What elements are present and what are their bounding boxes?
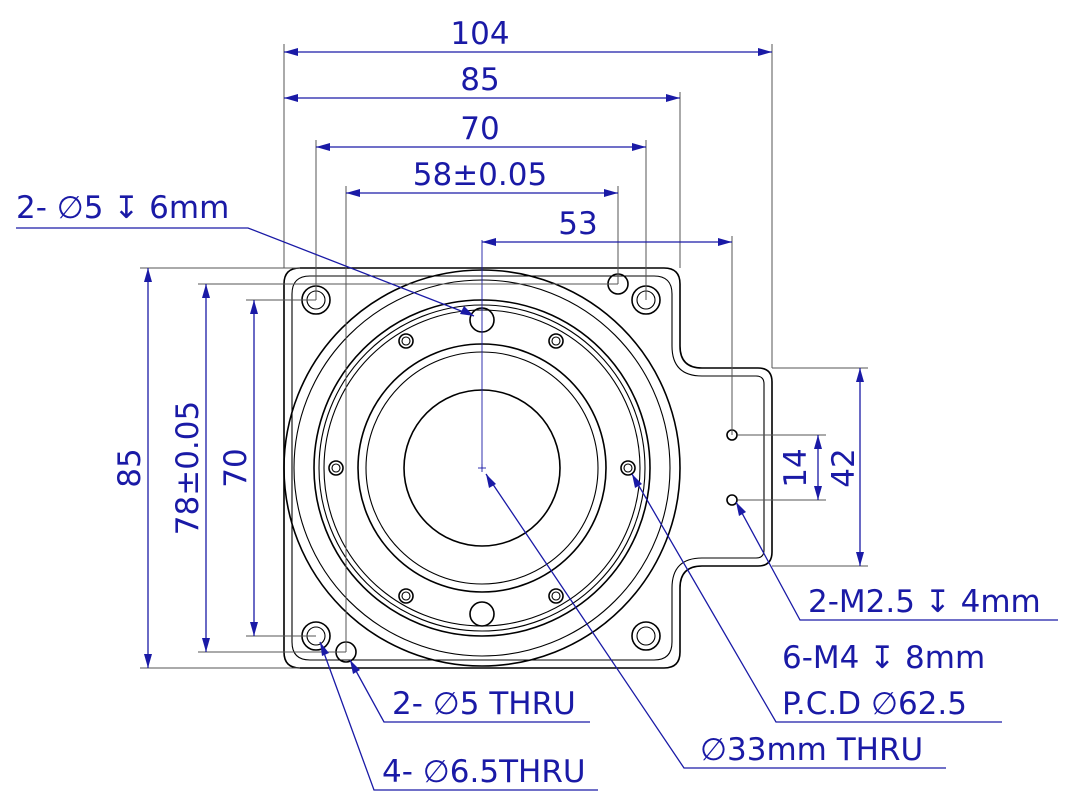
m4-holes bbox=[328, 333, 636, 604]
dim-70-left: 70 bbox=[218, 448, 254, 487]
housing-inner-outline bbox=[291, 275, 765, 661]
corner-hole-inner bbox=[636, 626, 656, 646]
housing-outline bbox=[283, 267, 773, 669]
callout-m4: 6-M4 ↧ 8mm bbox=[782, 640, 985, 676]
center-lines bbox=[478, 240, 486, 472]
extension-lines bbox=[140, 44, 868, 669]
dim-42: 42 bbox=[826, 448, 862, 487]
callout-text: 2- ∅5 ↧ 6mm 2-M2.5 ↧ 4mm 6-M4 ↧ 8mm P.C.… bbox=[16, 190, 1041, 790]
dim-85-left: 85 bbox=[112, 448, 148, 487]
dim-14: 14 bbox=[778, 448, 814, 487]
corner-hole bbox=[631, 621, 661, 651]
dim-78: 78±0.05 bbox=[170, 401, 206, 535]
callout-thru-33: ∅33mm THRU bbox=[700, 732, 923, 768]
callout-m25: 2-M2.5 ↧ 4mm bbox=[808, 584, 1041, 620]
callout-thru-65: 4- ∅6.5THRU bbox=[382, 754, 586, 790]
dimension-text: 104 85 70 58±0.05 53 85 78±0.05 70 14 42 bbox=[112, 16, 862, 535]
bottom-hole bbox=[469, 601, 495, 627]
dim-70-top: 70 bbox=[460, 111, 499, 147]
dim-58: 58±0.05 bbox=[413, 157, 547, 193]
dim-53: 53 bbox=[558, 206, 597, 242]
callout-thru-5: 2- ∅5 THRU bbox=[392, 686, 576, 722]
callout-dowel-6mm: 2- ∅5 ↧ 6mm bbox=[16, 190, 229, 226]
dim-85-top: 85 bbox=[460, 62, 499, 98]
dim-104: 104 bbox=[450, 16, 509, 52]
callout-pcd: P.C.D ∅62.5 bbox=[782, 686, 967, 722]
m25-hole bbox=[726, 494, 738, 506]
dimension-lines bbox=[144, 48, 864, 668]
leader-lines bbox=[16, 227, 1058, 791]
